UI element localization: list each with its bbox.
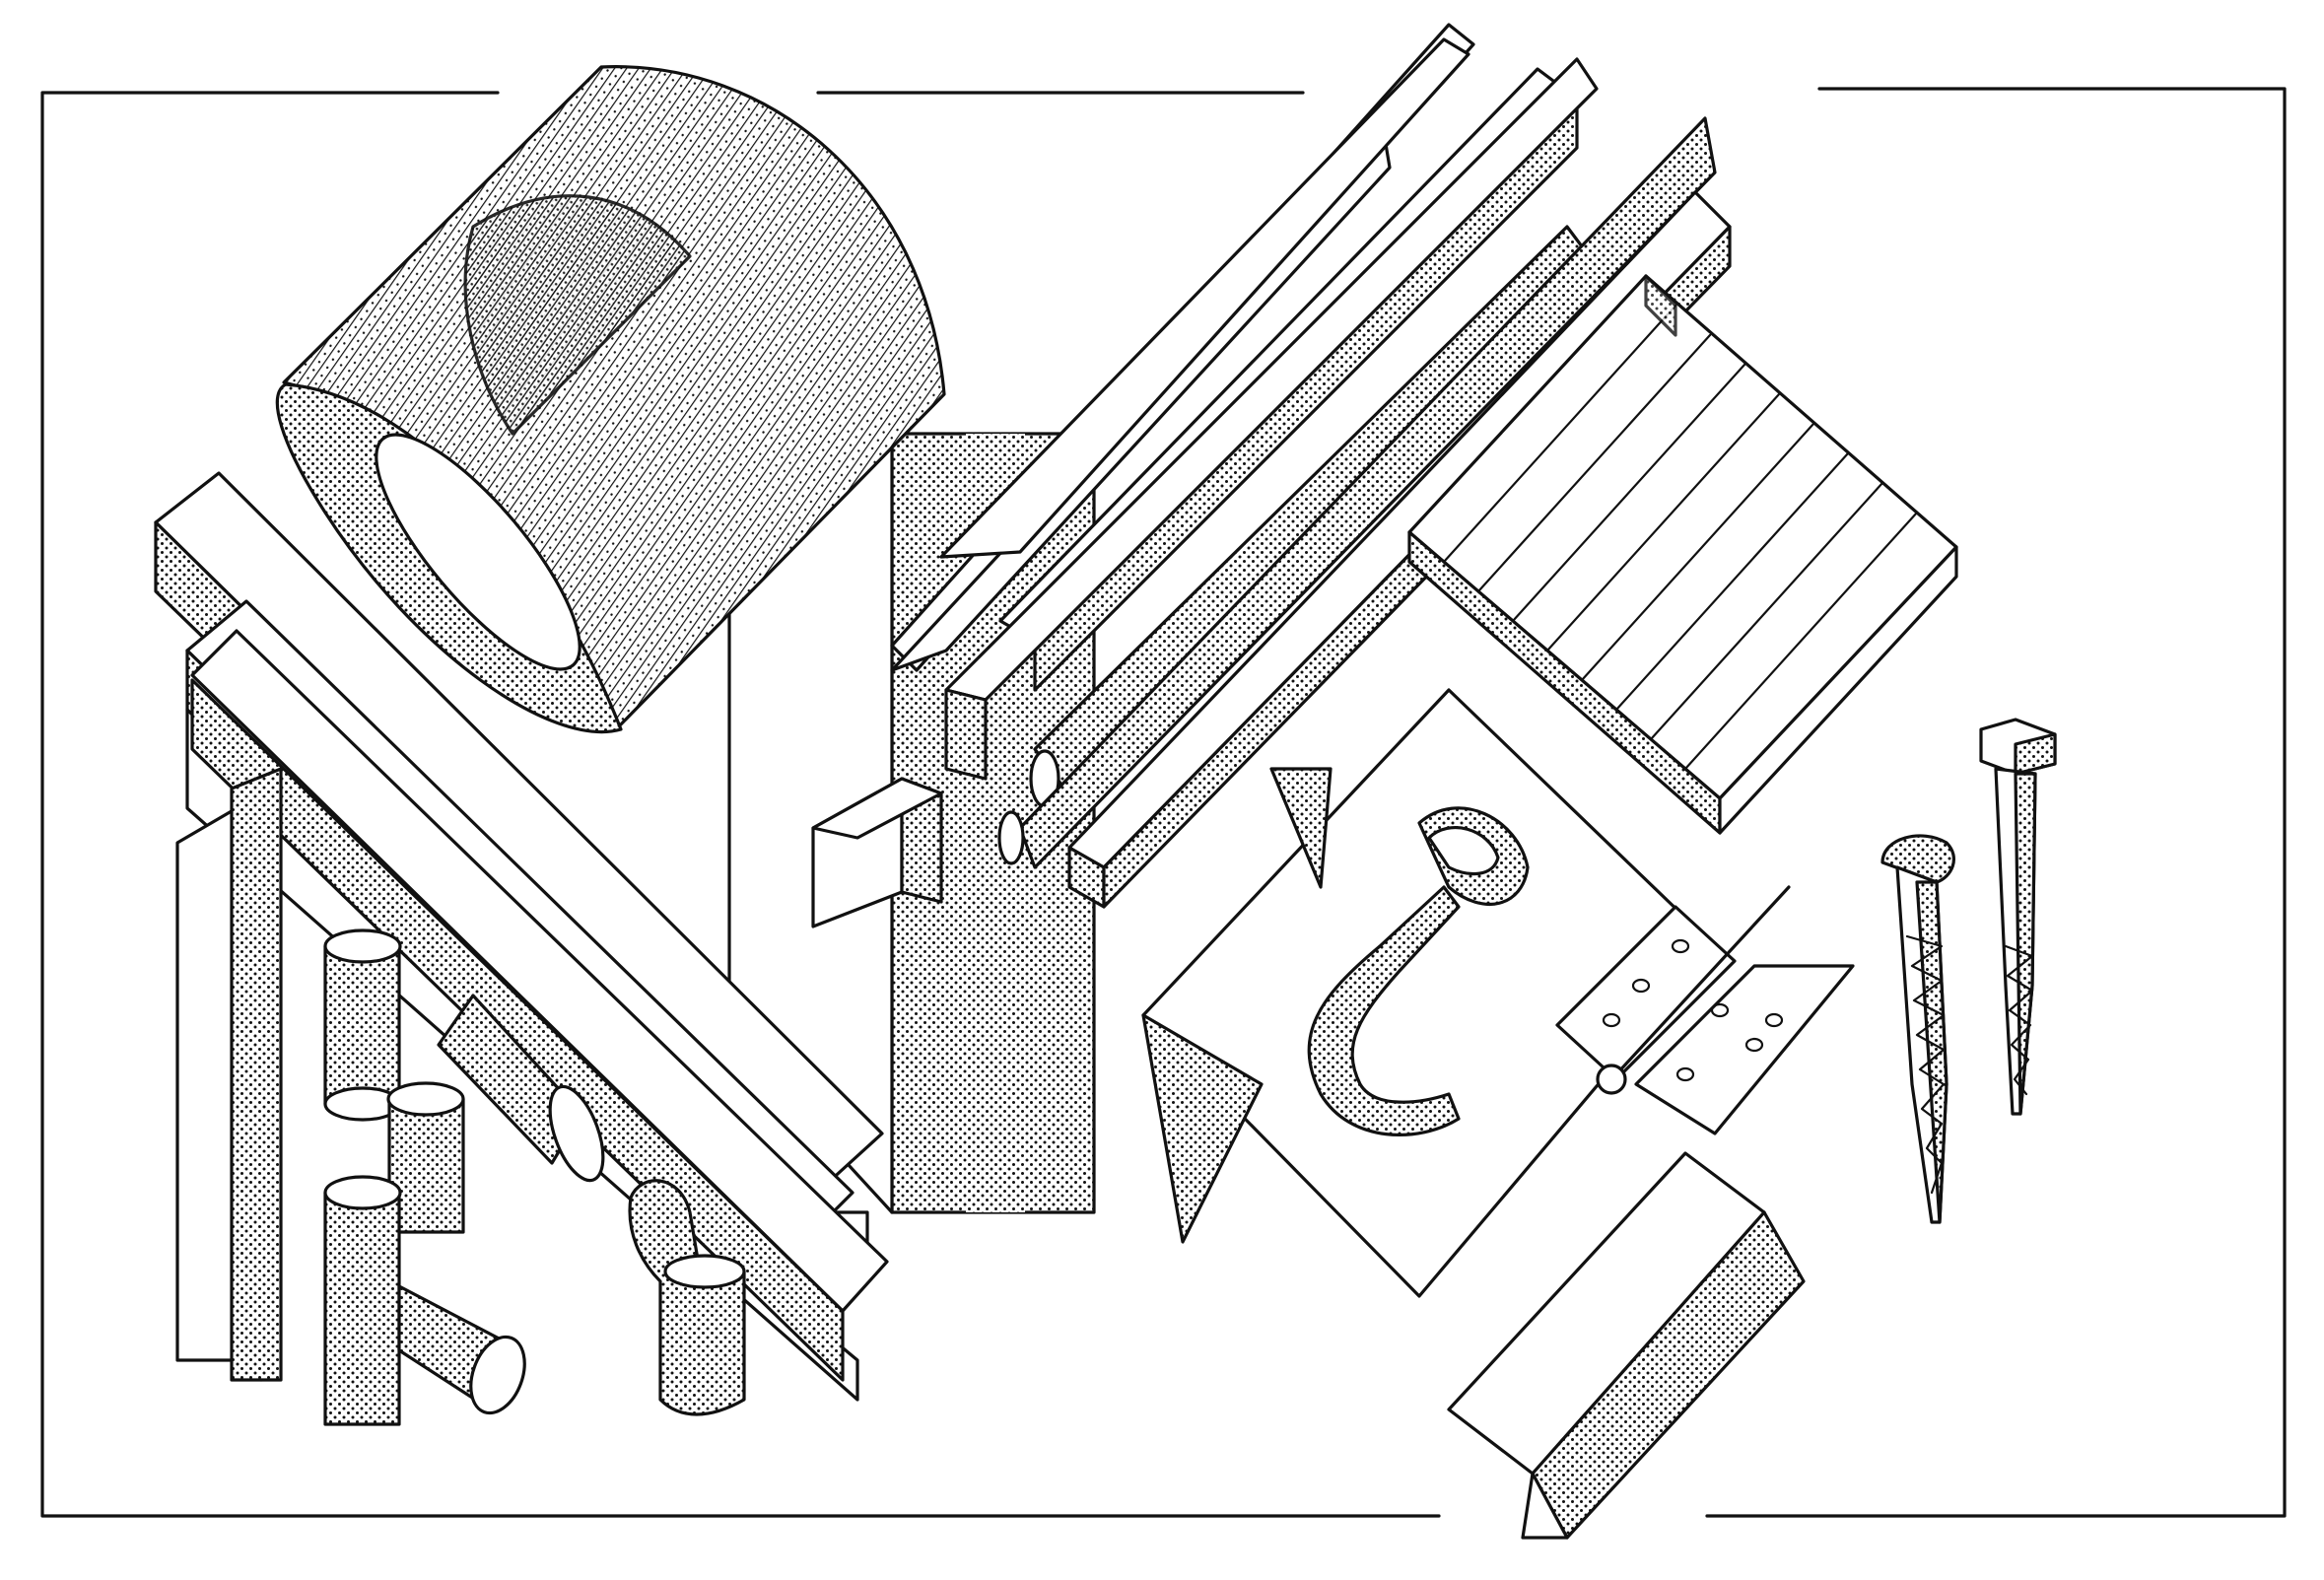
t-profile [1447, 1151, 1806, 1540]
grating-panel [1407, 274, 1958, 835]
square-bar [811, 777, 943, 928]
door-handle [1307, 806, 1530, 1136]
wood-screw [1880, 834, 1955, 1224]
frame-border [40, 87, 2287, 1518]
bent-pipe-elbow [628, 1179, 746, 1416]
hex-lag-bolt [1979, 718, 2057, 1116]
metal-sheet [1141, 688, 1717, 1298]
angle-profile [175, 767, 283, 1382]
butt-hinge [1555, 885, 1855, 1135]
flat-bar-stack [890, 23, 1599, 781]
round-bar-pieces [323, 928, 605, 1234]
cylindrical-tube [275, 65, 946, 734]
pipe-t-joint [323, 1175, 526, 1426]
